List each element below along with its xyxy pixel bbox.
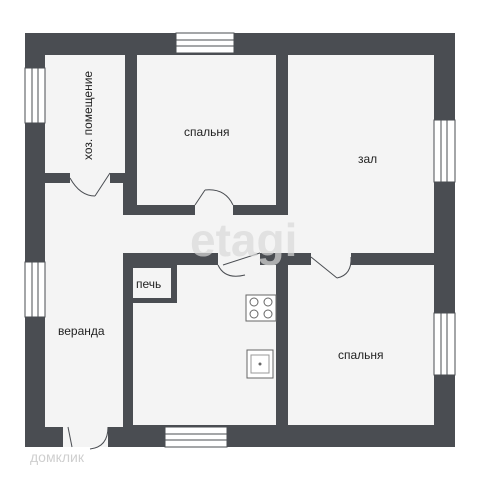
watermark-main: etagi: [190, 214, 297, 266]
room-floor-corridor: [123, 215, 288, 253]
room-floor-hall: [288, 55, 434, 253]
room-floor-veranda: [45, 183, 123, 427]
stove-floor: [133, 268, 171, 298]
hob-icon: [245, 294, 277, 322]
label-veranda: веранда: [58, 324, 105, 338]
label-hall: зал: [358, 152, 377, 166]
label-utility: хоз. помещение: [81, 71, 95, 160]
doors: [63, 172, 352, 450]
room-floor-bedroom-bottom: [288, 265, 434, 425]
label-bedroom-bottom: спальня: [338, 348, 384, 362]
label-bedroom-top: спальня: [184, 125, 230, 139]
label-stove: печь: [136, 277, 161, 291]
sink-icon: [246, 349, 274, 379]
room-floor-bedroom-top: [137, 55, 276, 205]
watermark-corner: домклик: [30, 449, 85, 465]
windows: [24, 32, 456, 448]
room-floor-utility: [45, 55, 125, 173]
